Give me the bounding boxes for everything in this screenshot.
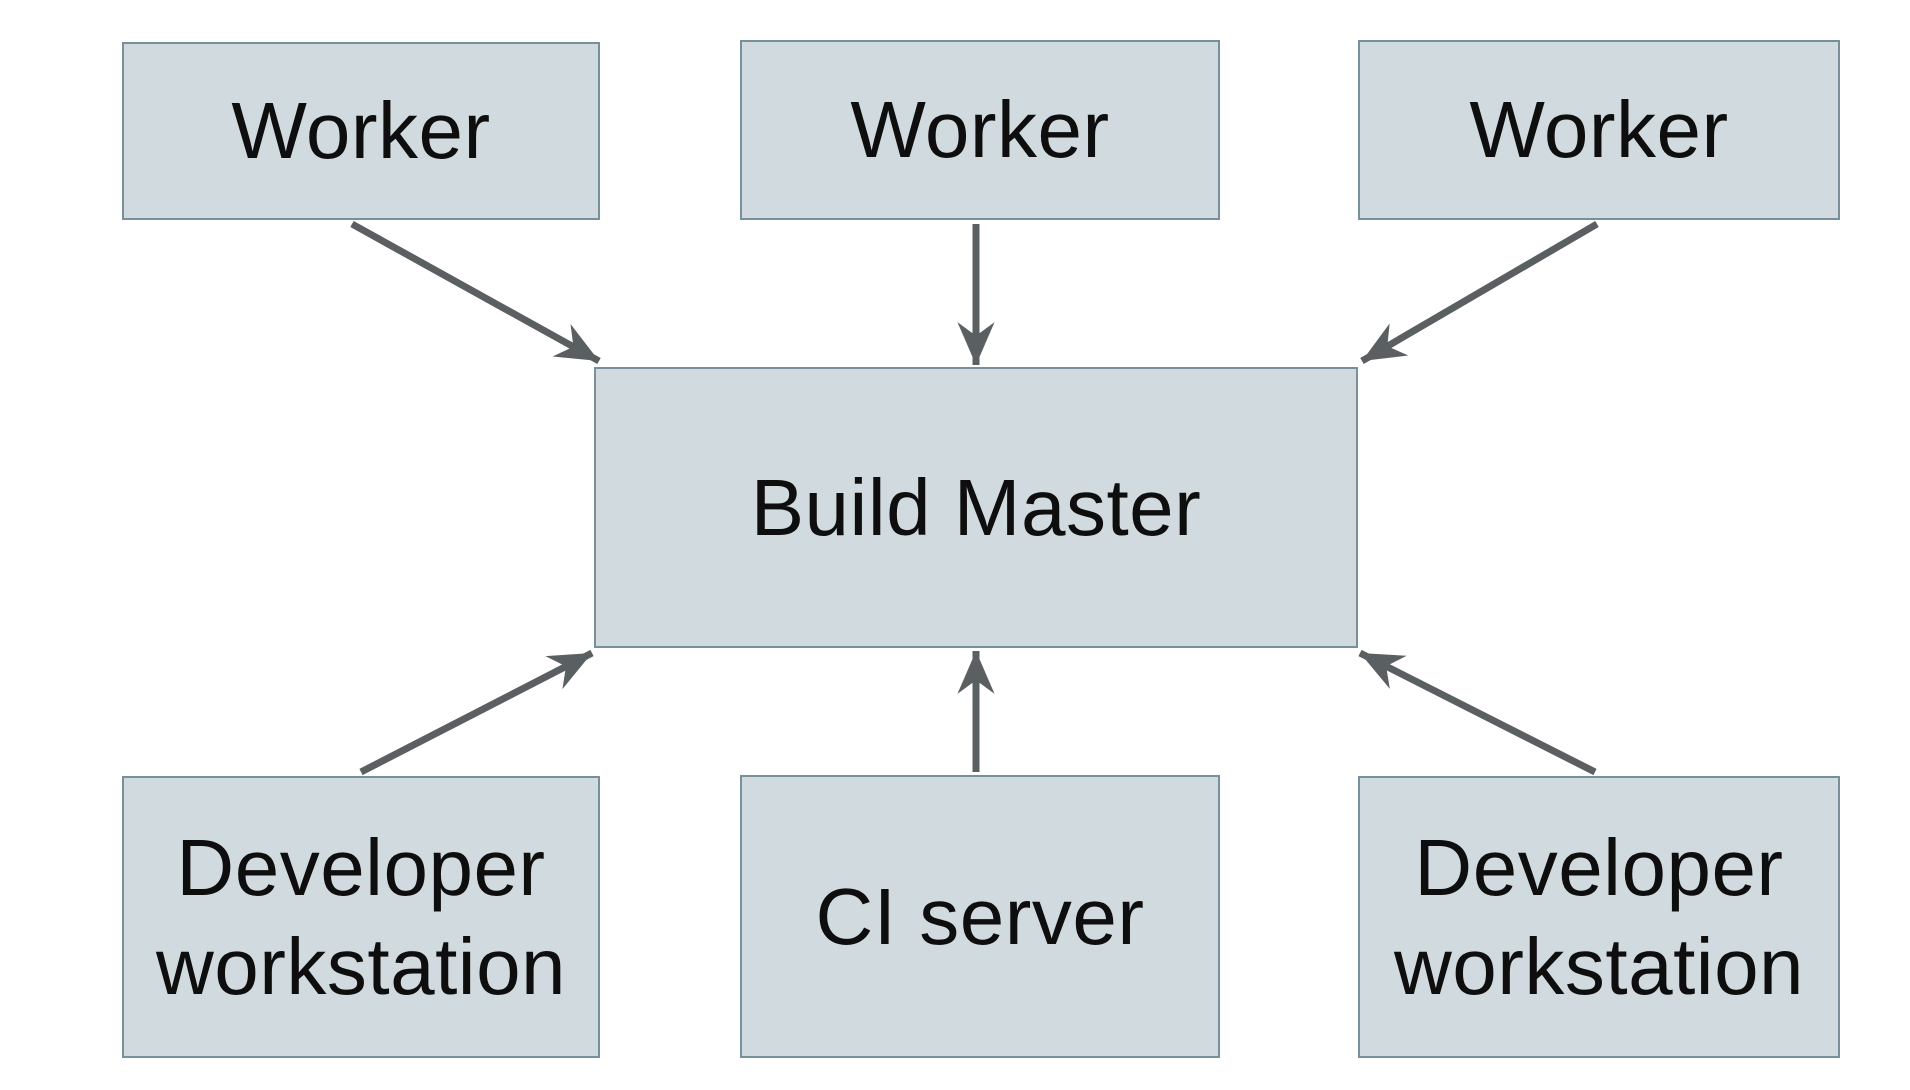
arrow-dev1-to-build-master [359,649,594,776]
node-worker-1: Worker [122,42,600,220]
node-build-master-label: Build Master [750,462,1202,552]
node-worker-2-label: Worker [850,85,1110,175]
node-developer-workstation-2-label: Developer workstation [1393,822,1805,1011]
node-worker-2: Worker [740,40,1220,220]
arrow-worker1-to-build-master [350,220,601,365]
node-developer-workstation-1: Developer workstation [122,776,600,1058]
node-build-master: Build Master [594,367,1358,648]
arrow-dev2-to-build-master [1358,649,1597,776]
node-developer-workstation-1-label: Developer workstation [155,822,567,1011]
node-worker-3: Worker [1358,40,1840,220]
node-worker-3-label: Worker [1469,85,1729,175]
node-ci-server-label: CI server [815,871,1145,961]
node-developer-workstation-2: Developer workstation [1358,776,1840,1058]
node-worker-1-label: Worker [231,86,491,176]
node-ci-server: CI server [740,775,1220,1058]
arrow-worker3-to-build-master [1360,220,1599,365]
